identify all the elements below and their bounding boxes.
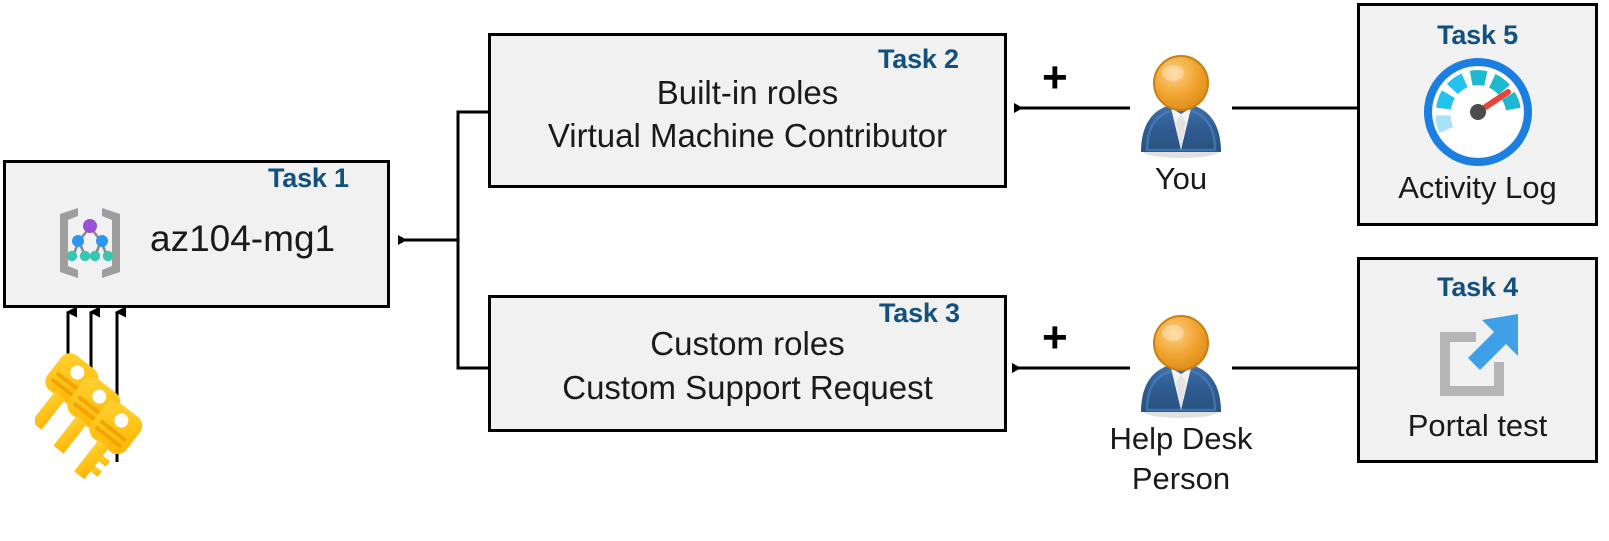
task2-line2: Virtual Machine Contributor — [547, 117, 948, 154]
you-plus-sign: + — [1042, 53, 1068, 102]
keys-icon — [31, 348, 155, 483]
connector-tasks-to-task1 — [398, 110, 500, 370]
task2-line1: Built-in roles — [656, 74, 839, 111]
task1-box[interactable] — [3, 160, 390, 308]
task4-label: Task 4 — [1437, 272, 1518, 302]
task2-box[interactable] — [488, 33, 1007, 188]
task1-text: az104-mg1 — [150, 218, 336, 259]
task3-line2: Custom Support Request — [562, 369, 933, 406]
task3-box[interactable] — [488, 295, 1007, 432]
gauge-icon — [1424, 58, 1532, 166]
task3-label: Task 3 — [879, 298, 960, 328]
management-group-icon — [48, 198, 132, 282]
task5-caption: Activity Log — [1398, 170, 1557, 205]
task3-line1: Custom roles — [650, 325, 845, 362]
you-caption: You — [1154, 161, 1208, 196]
user-icon — [1131, 52, 1231, 160]
task2-label: Task 2 — [878, 44, 959, 74]
external-link-icon — [1432, 310, 1526, 404]
helpdesk-caption-line2: Person — [1131, 461, 1231, 496]
task4-caption: Portal test — [1407, 408, 1548, 443]
helpdesk-plus-sign: + — [1042, 313, 1068, 362]
task1-label: Task 1 — [268, 163, 349, 193]
helpdesk-caption-line1: Help Desk — [1109, 421, 1253, 456]
user-icon — [1131, 312, 1231, 420]
task5-label: Task 5 — [1437, 20, 1518, 50]
